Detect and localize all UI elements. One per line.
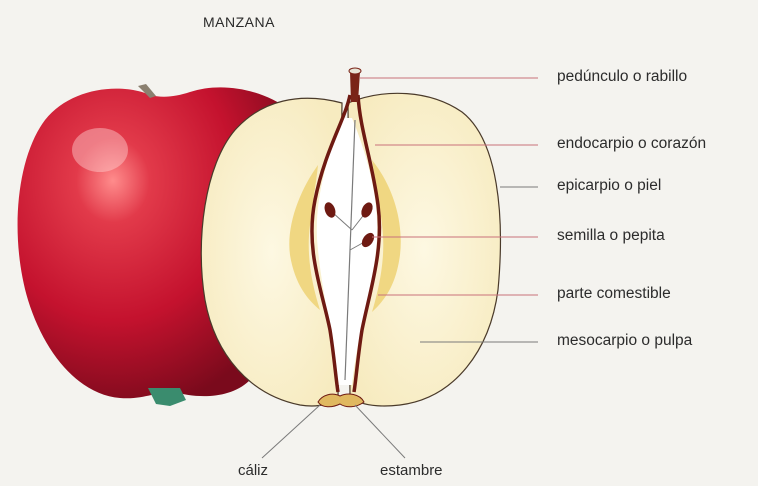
label-epicarp: epicarpio o piel (557, 177, 661, 195)
label-mesocarp: mesocarpio o pulpa (557, 332, 692, 350)
calyx-bottom (318, 394, 364, 407)
label-calyx: cáliz (238, 462, 268, 479)
calyx-green (148, 388, 186, 406)
label-edible: parte comestible (557, 285, 671, 303)
label-stamen: estambre (380, 462, 443, 479)
label-peduncle: pedúnculo o rabillo (557, 68, 687, 86)
apple-highlight (72, 128, 128, 172)
leader-stamen (355, 405, 405, 458)
label-seed: semilla o pepita (557, 227, 665, 245)
stem-tip (349, 68, 361, 74)
diagram-title: MANZANA (203, 14, 275, 30)
leader-calyx (262, 405, 320, 458)
label-endocarp: endocarpio o corazón (557, 135, 706, 153)
